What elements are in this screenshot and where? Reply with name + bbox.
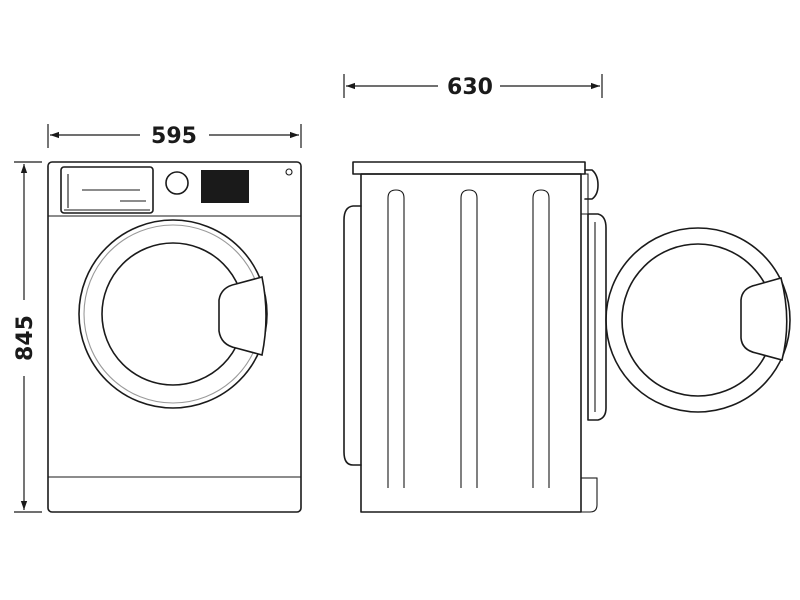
side-view xyxy=(343,161,607,513)
display-panel xyxy=(201,170,249,203)
door-outer-ring xyxy=(78,219,268,409)
side-rib-2 xyxy=(460,189,478,488)
open-door-handle xyxy=(740,277,788,361)
detergent-drawer xyxy=(60,166,154,214)
door-handle xyxy=(218,276,267,356)
side-foot xyxy=(581,477,598,513)
depth-label: 630 xyxy=(447,75,493,100)
width-label: 595 xyxy=(151,124,197,149)
side-knob-bump xyxy=(584,169,599,200)
side-rib-3 xyxy=(532,189,550,488)
front-cabinet xyxy=(47,161,302,513)
side-door-profile xyxy=(587,213,607,421)
power-button-icon xyxy=(285,168,293,176)
front-view xyxy=(47,161,302,513)
dimension-depth: 630 xyxy=(343,74,603,100)
side-rib-1 xyxy=(387,189,405,488)
dimension-height: 845 xyxy=(13,161,42,513)
side-top-lid xyxy=(352,161,586,175)
open-door-outer xyxy=(605,227,791,413)
door-open-view xyxy=(605,227,791,413)
side-rear-bulge xyxy=(343,205,362,466)
dimension-width: 595 xyxy=(47,124,302,149)
program-knob-icon xyxy=(165,171,189,195)
height-label: 845 xyxy=(13,315,38,361)
side-body xyxy=(360,173,582,513)
side-front-panel xyxy=(581,173,589,215)
